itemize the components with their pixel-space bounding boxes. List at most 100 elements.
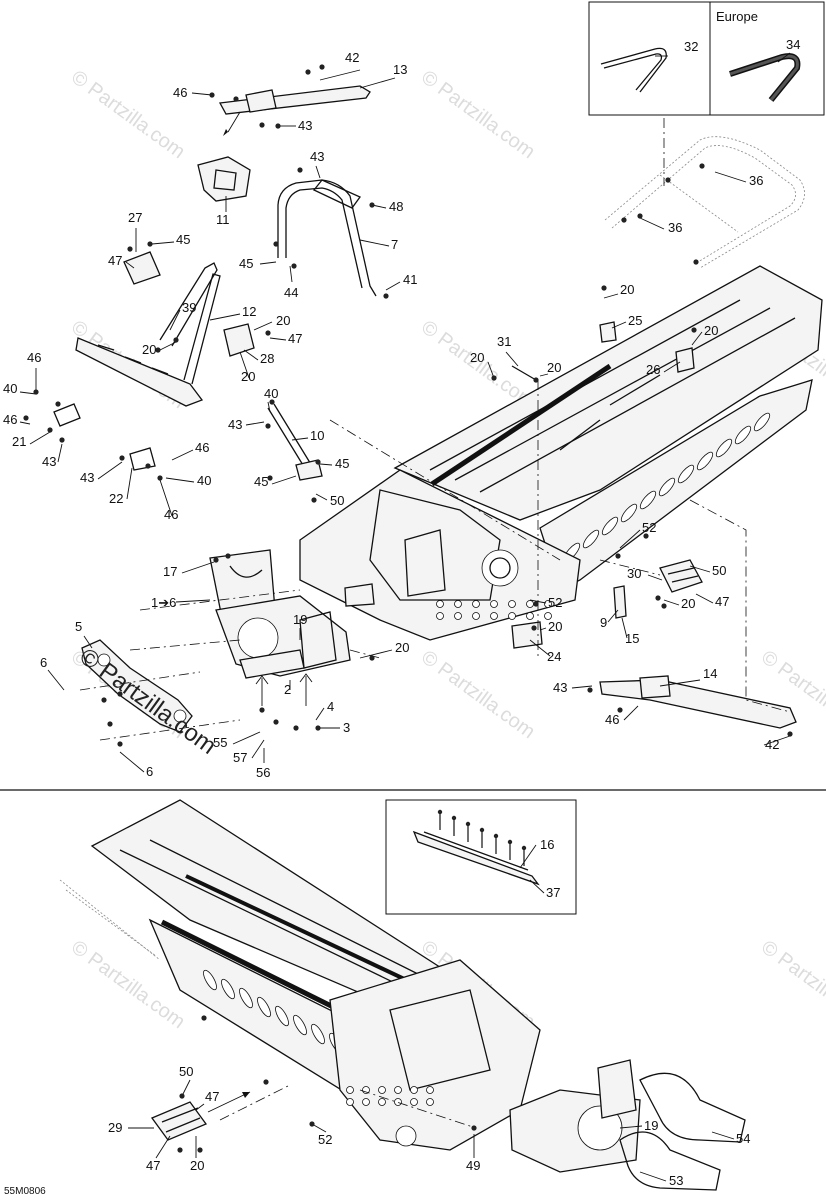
bolt xyxy=(145,463,151,469)
slot xyxy=(311,1023,325,1045)
bolt xyxy=(155,347,161,353)
label-36: 36 xyxy=(749,173,763,188)
bolt xyxy=(693,259,699,265)
label-46: 46 xyxy=(173,85,187,100)
leader-line xyxy=(619,529,641,549)
partzilla-watermark: © Partzilla.com xyxy=(417,66,539,163)
bolt xyxy=(273,719,279,725)
partzilla-watermark: © Partzilla.com xyxy=(757,936,826,1033)
leader-line xyxy=(19,391,37,395)
leader-line xyxy=(251,739,265,759)
lower-suspension xyxy=(509,1059,746,1191)
leader-line xyxy=(151,241,175,245)
label-47: 47 xyxy=(146,1158,160,1173)
bolt xyxy=(471,1125,477,1131)
label-26: 26 xyxy=(646,362,660,377)
hole xyxy=(490,612,498,620)
label-47: 47 xyxy=(205,1089,219,1104)
leader-line xyxy=(623,705,639,721)
label-50: 50 xyxy=(330,493,344,508)
slot xyxy=(734,425,752,445)
bolt xyxy=(269,399,275,405)
bolt xyxy=(225,553,231,559)
leader-line xyxy=(181,1079,191,1097)
label-47: 47 xyxy=(715,594,729,609)
leader-line xyxy=(315,493,328,501)
hole xyxy=(544,600,552,608)
label-17: 17 xyxy=(163,564,177,579)
screw-head xyxy=(465,821,471,827)
leader-line xyxy=(529,639,551,657)
bolt xyxy=(637,213,643,219)
label-37: 37 xyxy=(546,885,560,900)
bolt xyxy=(259,707,265,713)
label-55: 55 xyxy=(213,735,227,750)
diagram-code: 55M0806 xyxy=(4,1186,46,1197)
hole xyxy=(544,612,552,620)
label-43: 43 xyxy=(228,417,242,432)
label-12: 12 xyxy=(242,304,256,319)
label-45: 45 xyxy=(239,256,253,271)
bolt xyxy=(665,177,671,183)
label-20: 20 xyxy=(620,282,634,297)
label-31: 31 xyxy=(497,334,511,349)
label-20: 20 xyxy=(547,360,561,375)
part-12-frame xyxy=(53,251,255,471)
leader-line xyxy=(119,751,145,773)
label-6: 6 xyxy=(146,764,153,779)
leader-line xyxy=(195,1103,205,1111)
leader-line xyxy=(169,309,181,331)
label-20: 20 xyxy=(395,640,409,655)
bolt xyxy=(117,741,123,747)
leader-line xyxy=(621,617,628,639)
leader-line xyxy=(539,373,549,377)
label-46: 46 xyxy=(195,440,209,455)
slot xyxy=(601,516,619,536)
hole xyxy=(394,1086,402,1094)
bolt xyxy=(621,217,627,223)
slot xyxy=(203,969,217,991)
bolt xyxy=(309,1121,315,1127)
label-36: 36 xyxy=(668,220,682,235)
label-20: 20 xyxy=(470,350,484,365)
label-4: 4 xyxy=(327,699,334,714)
part-36-rack xyxy=(604,136,805,269)
leader-line xyxy=(259,261,277,265)
bolt xyxy=(119,455,125,461)
bolt xyxy=(263,1079,269,1085)
leader-line xyxy=(619,1125,643,1129)
lower-chassis xyxy=(59,799,541,1151)
bolt xyxy=(315,459,321,465)
bolt xyxy=(297,167,303,173)
bolt xyxy=(587,687,593,693)
bolt xyxy=(291,263,297,269)
hole xyxy=(378,1098,386,1106)
label-20: 20 xyxy=(704,323,718,338)
bolt xyxy=(643,533,649,539)
partzilla-watermark: © Partzilla.com xyxy=(417,646,539,743)
leader-line xyxy=(691,331,703,346)
bolt xyxy=(265,423,271,429)
bolt xyxy=(107,721,113,727)
leader-line xyxy=(83,635,93,649)
bolt xyxy=(59,437,65,443)
bolt xyxy=(173,337,179,343)
bolt xyxy=(293,725,299,731)
label-41: 41 xyxy=(403,272,417,287)
label-10: 10 xyxy=(310,428,324,443)
label-25: 25 xyxy=(628,313,642,328)
bolt xyxy=(201,1015,207,1021)
label-40: 40 xyxy=(197,473,211,488)
label-43: 43 xyxy=(80,470,94,485)
label-20: 20 xyxy=(276,313,290,328)
leader-lines xyxy=(19,52,791,1182)
leader-line xyxy=(689,565,711,573)
leader-line xyxy=(315,165,321,179)
label-15: 15 xyxy=(625,631,639,646)
partzilla-watermark: © Partzilla.com xyxy=(757,646,826,743)
bolt xyxy=(311,497,317,503)
label-50: 50 xyxy=(712,563,726,578)
leader-line xyxy=(181,561,215,574)
leader-line xyxy=(607,609,619,623)
